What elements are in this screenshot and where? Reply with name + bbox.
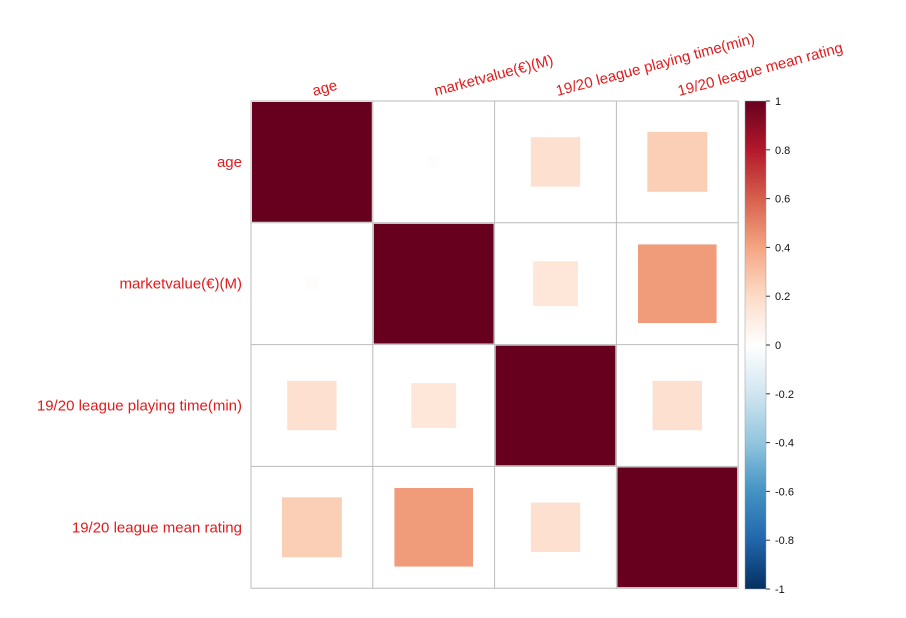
cell-square-r1-c3 [638,244,717,323]
cell-square-r0-c0 [252,102,372,222]
cell-square-r3-c1 [394,488,473,567]
colorbar-tick-label-8: -0.6 [775,486,794,498]
cell-square-r2-c2 [495,345,616,466]
column-label-0: age [311,77,340,100]
cell-square-r3-c3 [617,467,738,588]
colorbar-tick-label-9: -0.8 [775,535,794,547]
colorbar-tick-label-6: -0.2 [775,389,794,401]
cell-square-r2-c0 [287,380,337,431]
cell-square-r2-c3 [652,380,702,431]
cell-square-r0-c2 [530,137,581,187]
row-label-2: 19/20 league playing time(min) [37,398,242,415]
column-label-2: 19/20 league playing time(min) [554,30,757,100]
matrix-cells [252,102,738,588]
row-labels: age marketvalue(€)(M) 19/20 league playing… [37,154,242,536]
cell-square-r1-c2 [533,261,578,307]
colorbar-tick-label-10: -1 [775,584,785,596]
colorbar-tick-label-7: -0.4 [775,438,794,450]
colorbar-tick-label-4: 0.2 [775,291,790,303]
cell-square-r0-c1 [427,155,440,168]
colorbar: 1 0.8 0.6 0.4 0.2 0 -0.2 -0.4 -0.6 -0.8 -1 [744,96,794,596]
cell-square-r1-c1 [373,223,494,344]
cell-square-r2-c1 [411,383,457,428]
row-label-1: marketvalue(€)(M) [119,276,242,293]
colorbar-tick-label-1: 0.8 [775,145,790,157]
colorbar-tick-label-0: 1 [775,96,781,108]
colorbar-tick-label-5: 0 [775,340,781,352]
column-label-1: marketvalue(€)(M) [432,52,555,100]
row-label-0: age [217,154,242,171]
matrix-grid [250,100,739,589]
colorbar-tick-label-2: 0.6 [775,194,790,206]
column-labels: age marketvalue(€)(M)19/20 league playing… [311,30,845,100]
cell-square-r1-c0 [305,277,318,290]
row-label-3: 19/20 league mean rating [72,519,242,536]
cell-square-r0-c3 [647,131,708,192]
colorbar-tick-label-3: 0.4 [775,242,790,254]
colorbar-gradient [745,101,766,589]
cell-square-r3-c2 [530,502,581,552]
cell-square-r3-c0 [281,497,342,558]
